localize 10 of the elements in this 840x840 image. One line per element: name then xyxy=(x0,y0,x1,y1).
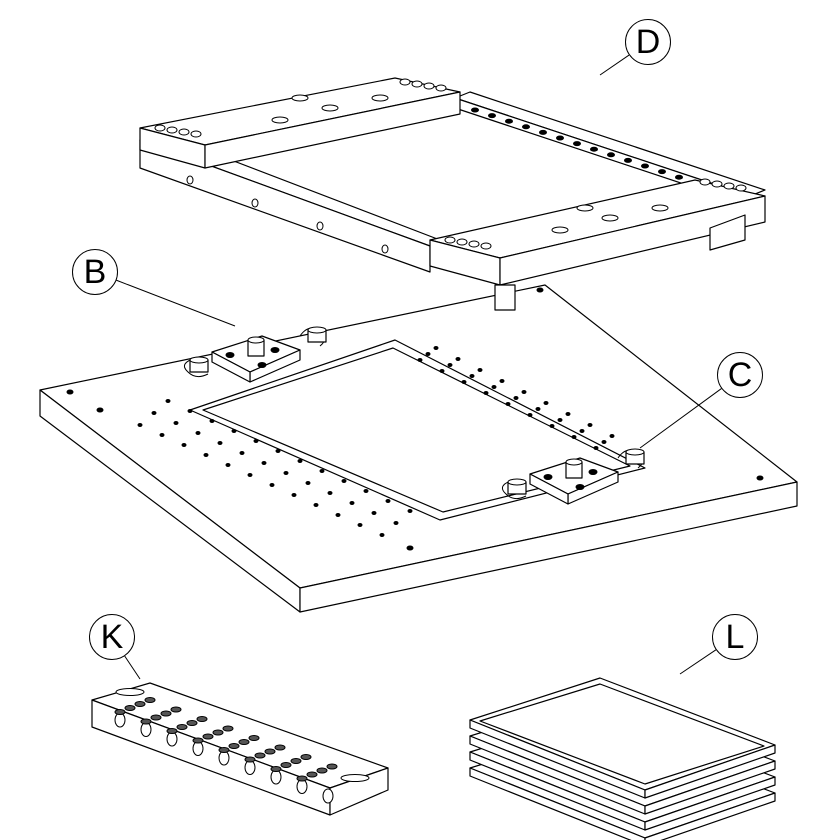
callout-letter: K xyxy=(89,614,135,660)
leader-line xyxy=(640,388,722,448)
callout-letter: B xyxy=(72,249,118,295)
callout-letter: C xyxy=(717,352,763,398)
leader-line xyxy=(124,656,140,680)
leader-line xyxy=(116,280,236,326)
leader-line xyxy=(680,649,716,674)
leader-line xyxy=(600,54,630,76)
callout-letter: L xyxy=(712,614,758,660)
callout-letter: D xyxy=(625,19,671,65)
